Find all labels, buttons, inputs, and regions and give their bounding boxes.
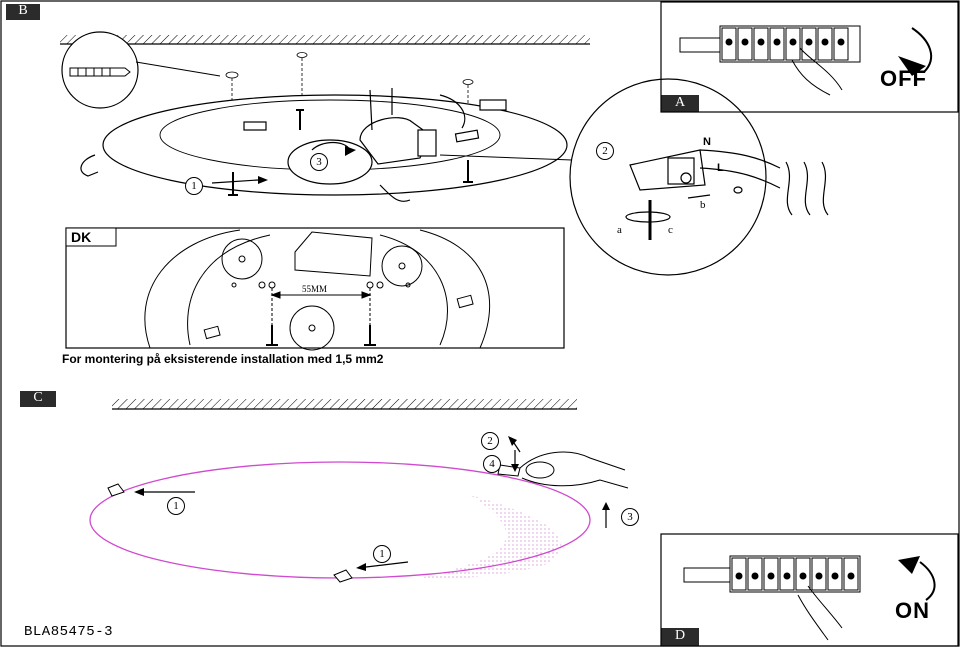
live-label: L xyxy=(717,162,724,174)
dk-base-plate xyxy=(144,229,491,351)
section-b-label: B xyxy=(18,3,28,18)
section-a-label: A xyxy=(674,95,686,110)
section-c-tag xyxy=(20,391,56,407)
step-marker-b1: 1 xyxy=(185,177,203,195)
step-marker-b3: 3 xyxy=(310,153,328,171)
step-marker-c4: 4 xyxy=(483,455,501,473)
step-marker-b2: 2 xyxy=(596,142,614,160)
section-d-label: D xyxy=(674,628,686,643)
on-label: ON xyxy=(895,598,930,623)
mounting-base xyxy=(80,88,568,202)
wiring-detail xyxy=(569,78,829,276)
section-d-tag xyxy=(661,628,699,646)
section-a-tag xyxy=(661,95,699,112)
letter-a-label: a xyxy=(617,224,622,236)
lamp-shade xyxy=(89,461,591,579)
letter-c-label: c xyxy=(668,224,673,236)
ceiling-hatch-c xyxy=(112,399,577,409)
step-marker-c2: 2 xyxy=(481,432,499,450)
neutral-label: N xyxy=(703,136,711,148)
step-marker-c3: 3 xyxy=(621,508,639,526)
dk-caption: For montering på eksisterende installati… xyxy=(62,352,384,366)
dk-tag: DK xyxy=(71,229,92,245)
panel-d xyxy=(660,533,959,647)
spacing-label: 55MM xyxy=(302,284,328,294)
wall-plug-detail xyxy=(61,31,221,109)
ceiling-hatch-b xyxy=(60,35,590,44)
breaker-rail-off xyxy=(679,25,861,96)
step-marker-c1b: 1 xyxy=(373,545,391,563)
letter-b-label: b xyxy=(700,199,706,211)
panel-a xyxy=(660,1,959,113)
document-code: BLA85475-3 xyxy=(24,624,114,640)
off-label: OFF xyxy=(880,66,927,91)
section-c-label: C xyxy=(33,390,43,405)
dk-panel xyxy=(65,227,565,349)
section-b-tag xyxy=(6,4,40,20)
step-marker-c1a: 1 xyxy=(167,497,185,515)
breaker-rail-on xyxy=(683,555,861,641)
